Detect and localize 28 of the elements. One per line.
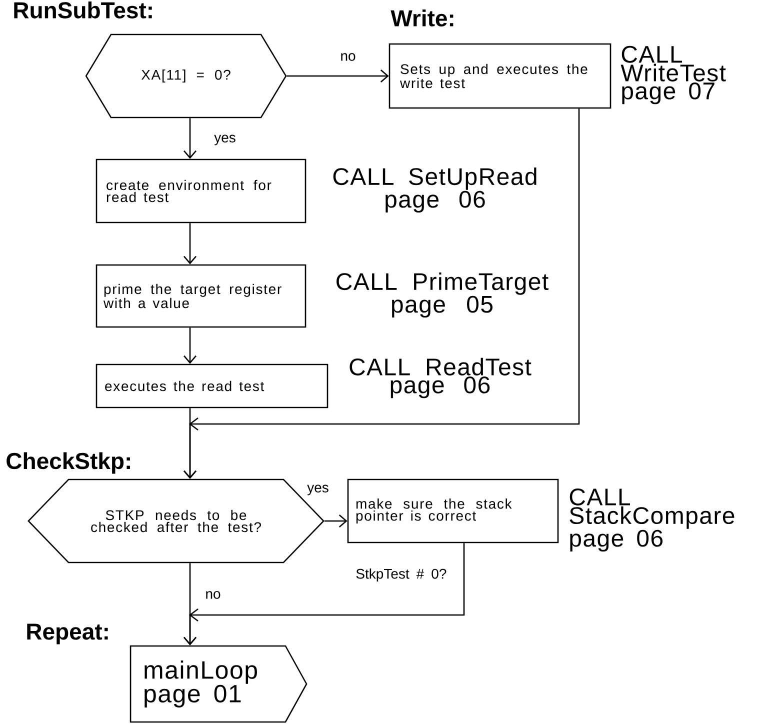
arrow xyxy=(184,108,580,479)
off-page-connector: mainLoop page 01 xyxy=(130,645,308,723)
arrow xyxy=(184,328,196,364)
arrow xyxy=(286,70,389,82)
arrow xyxy=(184,223,196,264)
edge-label: no xyxy=(204,590,222,600)
call-label: CALL SetUpRead page 06 xyxy=(333,167,536,213)
section-heading: Repeat: xyxy=(27,624,108,644)
section-heading: Write: xyxy=(390,10,454,26)
call-label: CALL StackCompare page 06 xyxy=(570,488,734,552)
arrow xyxy=(324,514,348,528)
section-heading: CheckStkp: xyxy=(6,452,130,474)
condition-label: StkpTest # 0? xyxy=(356,568,446,582)
process-box: prime the target register with a value xyxy=(96,264,306,328)
process-box: Sets up and executes the write test xyxy=(388,43,612,109)
edge-label: yes xyxy=(213,134,237,146)
edge-label: no xyxy=(339,52,357,62)
call-label: CALL ReadTest page 06 xyxy=(350,358,532,398)
arrow xyxy=(184,118,196,159)
process-box: create environment for read test xyxy=(96,158,306,224)
process-box: executes the read test xyxy=(96,364,328,408)
call-label: CALL WriteTest page 07 xyxy=(620,46,726,104)
edge-label: yes xyxy=(306,484,330,496)
process-box: make sure the stack pointer is correct xyxy=(347,478,559,544)
section-heading: RunSubTest: xyxy=(14,2,152,18)
call-label: CALL PrimeTarget page 05 xyxy=(336,272,548,318)
hexagon-decision: XA[11] = 0? xyxy=(85,34,287,118)
arrow xyxy=(184,543,465,646)
